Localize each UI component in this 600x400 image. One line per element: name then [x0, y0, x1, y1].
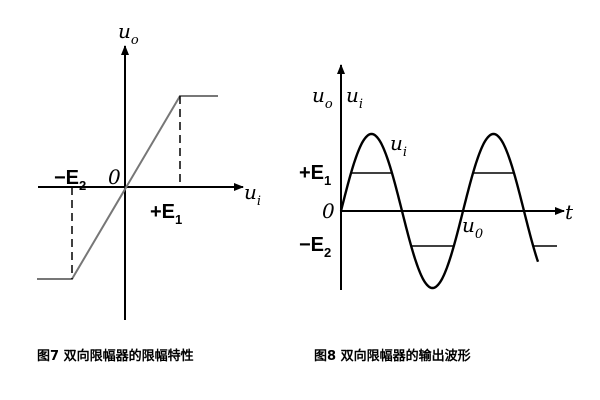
fig8-output-clipped-levels [351, 172, 557, 247]
fig7-transfer-curve [37, 95, 218, 280]
fig8-y-label-ui: ui [346, 83, 363, 112]
fig8-output-curve-label: u0 [462, 213, 483, 242]
fig7-origin-label: 0 [108, 165, 121, 189]
fig7-pos-threshold-label: +E1 [150, 201, 182, 227]
figure7-limiter-characteristic: uo ui 0 −E2 +E1 图7 双向限幅器的限幅特性 [37, 19, 261, 364]
fig8-time-axis-label: t [565, 200, 574, 224]
fig8-input-sine-wave [339, 132, 540, 290]
fig7-x-axis-label: ui [244, 180, 261, 209]
fig8-neg-level-label: −E2 [299, 234, 331, 260]
fig8-pos-level-label: +E1 [299, 162, 331, 188]
fig8-y-label-uo: uo [312, 83, 333, 112]
fig7-neg-threshold-label: −E2 [54, 167, 86, 193]
figure8-output-waveform: uo ui ui u0 t 0 +E1 −E2 图8 双向限幅器的输出波形 [299, 64, 574, 364]
fig7-y-axis-label: uo [118, 19, 139, 48]
fig8-input-curve-label: ui [390, 131, 407, 160]
fig8-caption: 图8 双向限幅器的输出波形 [314, 348, 471, 364]
fig7-caption: 图7 双向限幅器的限幅特性 [37, 348, 194, 364]
fig8-origin-label: 0 [322, 199, 335, 223]
